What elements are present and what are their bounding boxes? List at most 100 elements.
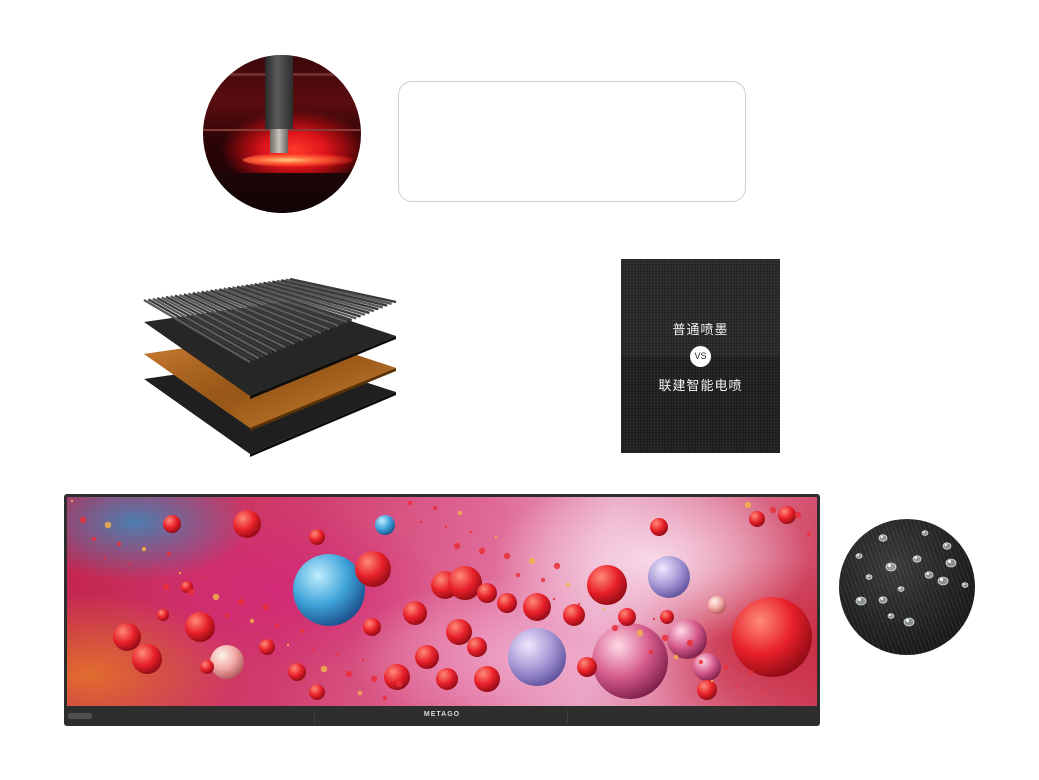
info-text-box [398,81,746,202]
marble-sphere [436,668,458,690]
water-droplets [855,530,969,627]
waterproof-surface-image [839,519,975,655]
marble-sphere [448,566,482,600]
speck [652,617,656,621]
drop-highlight [889,614,891,616]
speck [370,675,378,683]
grille-slat [263,281,370,315]
grille-slat [254,282,361,318]
water-drop [897,586,905,592]
speck [540,577,546,583]
speck [153,566,157,570]
grille-slat [178,293,286,349]
grille-slat [276,279,384,309]
speck [636,629,644,637]
marble-sphere [403,601,427,625]
grille-slat [240,284,348,324]
grille-slat [147,298,256,362]
grille-slat [196,291,304,342]
speck [395,680,403,688]
speck [698,659,704,665]
marble-sphere [446,619,472,645]
panel-seam [567,710,568,724]
drop-highlight [944,543,947,546]
speck [769,506,777,514]
speck [357,690,363,696]
marble-sphere [185,612,215,642]
drop-highlight [940,578,943,581]
marble-sphere [497,593,517,613]
speck [262,603,270,611]
speck [760,689,764,693]
drop-highlight [923,531,925,533]
speck [478,547,486,555]
speck [187,588,195,596]
marble-sphere [474,666,500,692]
drop-highlight [906,619,909,622]
speck [249,618,255,624]
marble-sphere [200,660,214,674]
speck [261,638,265,642]
marble-sphere [508,628,566,686]
speck [686,639,694,647]
marble-sphere [648,556,690,598]
marble-sphere [708,596,726,614]
marble-sphere [309,684,325,700]
speck [494,535,498,539]
grille-slat [192,291,300,344]
drop-highlight [880,597,883,600]
speck [419,520,423,524]
speck [162,583,170,591]
speck [361,658,365,662]
water-drop [903,617,915,627]
marble-sphere [210,645,244,679]
speck [444,525,448,529]
water-drop [921,530,929,536]
marble-sphere [749,511,765,527]
grille-slat [271,280,379,311]
marble-sphere [309,529,325,545]
speck [141,546,147,552]
grille-slat [232,286,339,327]
speck [648,649,654,655]
display-brand-logo: METAGO [423,711,461,718]
marble-sphere [732,597,812,677]
speck [320,665,328,673]
speck [336,653,340,657]
ordinary-inkjet-label: 普通喷墨 [672,323,729,338]
speck [503,552,511,560]
drop-highlight [914,556,917,559]
marble-sphere [415,645,439,669]
marble-sphere [233,510,261,538]
drop-highlight [858,598,861,601]
speck [345,670,353,678]
layer-grille [143,277,397,364]
grille-slat [165,295,273,354]
grille-slat [143,298,251,364]
speck [70,499,74,503]
marble-sphere [563,604,585,626]
marble-sphere [288,663,306,681]
water-drop [942,542,952,550]
grille-slat [161,296,269,356]
marble-sphere [163,515,181,533]
speck [274,623,280,629]
grille-slat [285,278,392,305]
speck [457,510,463,516]
speck [744,501,752,509]
water-drop [885,562,897,572]
grille-slat [174,294,282,351]
grille-slat [267,281,375,313]
speck [286,643,290,647]
speck [104,521,112,529]
speck [299,628,305,634]
speck [432,505,438,511]
speck [79,516,87,524]
marble-sphere [113,623,141,651]
speck [590,587,596,593]
marble-sphere [293,554,365,626]
grille-slat [227,286,335,329]
water-drop [855,553,863,559]
speck [710,679,714,683]
marble-sphere [259,639,275,655]
